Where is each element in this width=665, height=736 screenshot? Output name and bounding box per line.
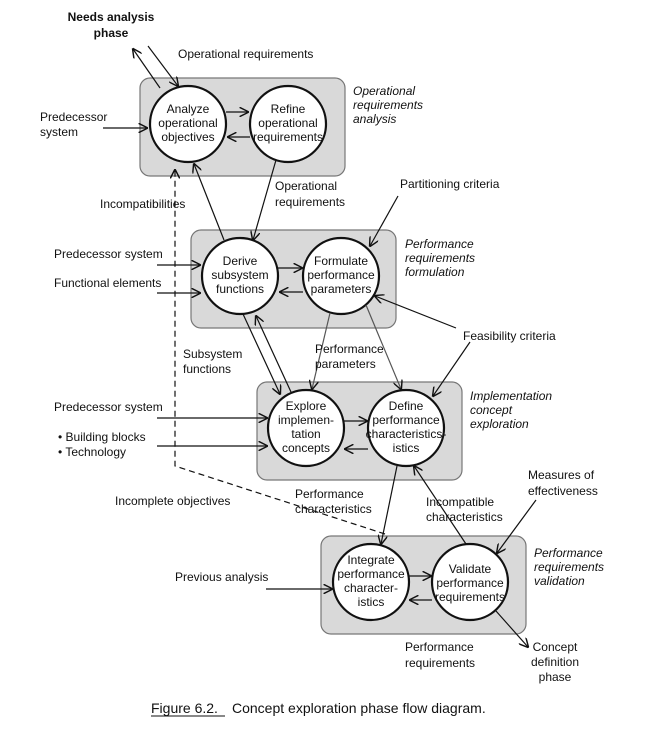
label-operational-requirements-top: Operational requirements <box>178 47 313 61</box>
node-analyze-circle <box>148 84 228 164</box>
node-refine-circle <box>248 84 328 164</box>
group-operational-title-l3: analysis <box>353 112 396 126</box>
label-technology: • Technology <box>58 445 126 459</box>
arrow-feasibility-to-define <box>433 341 471 396</box>
label-performance-requirements-l2: requirements <box>405 656 475 670</box>
node-explore-l4: concepts <box>282 441 330 455</box>
label-incompatible-characteristics-l2: characteristics <box>426 510 503 524</box>
group-validation-title-l1: Performance <box>534 546 603 560</box>
node-validate-circle <box>430 542 510 622</box>
node-integrate-l1: Integrate <box>347 553 395 567</box>
node-formulate-l1: Formulate <box>314 254 368 268</box>
arrow-partitioning-criteria <box>370 195 399 246</box>
node-define-l4: istics <box>393 441 420 455</box>
label-incomplete-objectives: Incomplete objectives <box>115 494 230 508</box>
node-integrate-l3: character- <box>344 581 398 595</box>
arrow-concept-definition <box>495 610 528 647</box>
group-validation-title-l2: requirements <box>534 560 604 574</box>
node-integrate-l4: istics <box>358 595 385 609</box>
caption-text: Concept exploration phase flow diagram. <box>232 700 486 716</box>
group-formulation-title-l1: Performance <box>405 237 474 251</box>
arrow-formulate-explore <box>312 312 331 389</box>
label-performance-parameters-l2: parameters <box>315 357 376 371</box>
arrow-define-integrate <box>381 465 398 544</box>
node-refine-l2: operational <box>258 116 317 130</box>
needs-analysis-title-l2: phase <box>94 26 129 40</box>
node-validate-l1: Validate <box>449 562 492 576</box>
label-predecessor-top-l2: system <box>40 125 78 139</box>
label-subsystem-functions-l1: Subsystem <box>183 347 242 361</box>
node-explore-l1: Explore <box>286 399 327 413</box>
label-performance-parameters-l1: Performance <box>315 342 384 356</box>
arrow-validate-define <box>414 466 467 545</box>
group-validation-title-l3: validation <box>534 574 585 588</box>
arrow-operational-requirements-down <box>253 159 277 240</box>
group-formulation-title-l2: requirements <box>405 251 475 265</box>
node-define-l3: characteristics- <box>366 427 447 441</box>
node-validate-l3: requirements <box>435 590 505 604</box>
label-predecessor-top-l1: Predecessor <box>40 110 107 124</box>
label-previous-analysis: Previous analysis <box>175 570 268 584</box>
arrow-to-needs-analysis <box>133 49 161 89</box>
label-performance-characteristics-l2: characteristics <box>295 502 372 516</box>
node-derive-l3: functions <box>216 282 264 296</box>
label-performance-characteristics-l1: Performance <box>295 487 364 501</box>
arrow-explore-derive <box>256 316 292 393</box>
group-implementation-title-l2: concept <box>470 403 513 417</box>
caption-figure-number: Figure 6.2. <box>151 700 218 716</box>
node-formulate-l2: performance <box>307 268 375 282</box>
group-operational-title-l2: requirements <box>353 98 423 112</box>
node-explore-circle <box>266 388 346 468</box>
node-analyze-l2: operational <box>158 116 217 130</box>
node-analyze-l3: objectives <box>161 130 214 144</box>
node-derive-l1: Derive <box>223 254 258 268</box>
label-measures-effectiveness-l2: effectiveness <box>528 484 598 498</box>
label-operational-requirements-mid-l2: requirements <box>275 195 345 209</box>
node-derive-circle <box>200 236 280 316</box>
arrow-measures-effectiveness <box>497 499 537 553</box>
label-concept-definition-l3: phase <box>539 670 572 684</box>
arrow-operational-requirements-in <box>147 45 178 86</box>
label-operational-requirements-mid-l1: Operational <box>275 179 337 193</box>
node-explore-l3: tation <box>291 427 320 441</box>
group-formulation-title-l3: formulation <box>405 265 465 279</box>
label-performance-requirements-l1: Performance <box>405 640 474 654</box>
label-concept-definition-l1: Concept <box>533 640 578 654</box>
label-predecessor-system-3: Predecessor system <box>54 400 163 414</box>
node-formulate-l3: parameters <box>311 282 372 296</box>
node-integrate-l2: performance <box>337 567 405 581</box>
group-operational-title-l1: Operational <box>353 84 415 98</box>
label-incompatible-characteristics-l1: Incompatible <box>426 495 494 509</box>
node-refine-l3: requirements <box>253 130 323 144</box>
arrow-incompatibilities <box>194 164 225 241</box>
label-building-blocks: • Building blocks <box>58 430 146 444</box>
node-explore-l2: implemen- <box>278 413 334 427</box>
node-validate-l2: performance <box>436 576 504 590</box>
label-functional-elements: Functional elements <box>54 276 161 290</box>
label-predecessor-system-2: Predecessor system <box>54 247 163 261</box>
label-feasibility-criteria: Feasibility criteria <box>463 329 556 343</box>
node-analyze-l1: Analyze <box>167 102 210 116</box>
group-implementation-title-l3: exploration <box>470 417 529 431</box>
arrow-derive-explore <box>242 313 280 394</box>
arrow-incomplete-objectives <box>175 170 386 535</box>
node-define-l1: Define <box>389 399 424 413</box>
arrow-feasibility-to-formulate <box>375 296 457 329</box>
label-measures-effectiveness-l1: Measures of <box>528 468 595 482</box>
node-integrate-circle <box>331 542 411 622</box>
arrow-formulate-define <box>365 304 401 389</box>
group-implementation-title-l1: Implementation <box>470 389 552 403</box>
label-partitioning-criteria: Partitioning criteria <box>400 177 500 191</box>
node-derive-l2: subsystem <box>211 268 268 282</box>
label-incompatibilities: Incompatibilities <box>100 197 185 211</box>
node-formulate-circle <box>301 236 381 316</box>
node-define-l2: performance <box>372 413 440 427</box>
label-concept-definition-l2: definition <box>531 655 579 669</box>
needs-analysis-title-l1: Needs analysis <box>68 10 155 24</box>
node-refine-l1: Refine <box>271 102 306 116</box>
node-define-circle <box>366 388 446 468</box>
label-subsystem-functions-l2: functions <box>183 362 231 376</box>
